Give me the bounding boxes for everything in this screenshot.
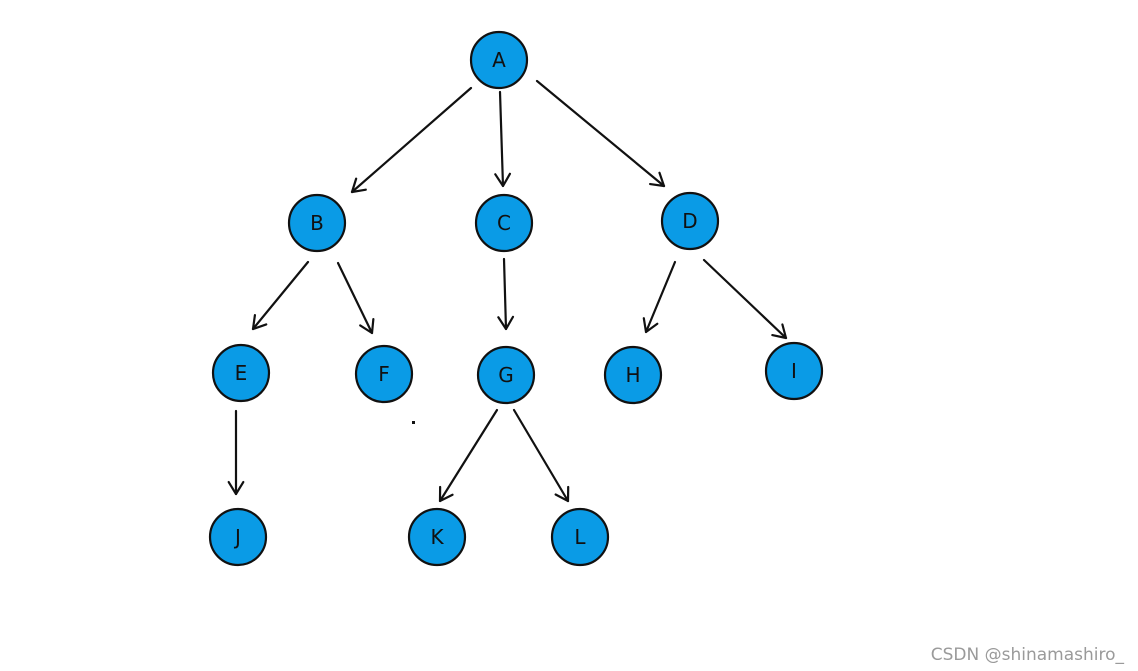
arrowhead-icon — [359, 317, 375, 335]
edge-line — [336, 261, 374, 335]
node-circle — [476, 345, 536, 405]
edge-line — [251, 260, 310, 331]
node-circle — [550, 507, 610, 567]
node-label: C — [497, 211, 511, 235]
node-circle — [407, 507, 467, 567]
edge-line — [350, 86, 473, 194]
edge-line — [702, 258, 788, 340]
edge-a-to-c — [494, 90, 512, 188]
node-label: D — [682, 209, 697, 233]
arrowhead-icon — [771, 323, 788, 340]
arrowhead-icon — [497, 315, 515, 331]
watermark: CSDN @shinamashiro_ — [930, 645, 1124, 665]
edge-d-to-h — [642, 260, 677, 334]
node-label: G — [498, 363, 514, 387]
edge-d-to-i — [702, 258, 788, 340]
node-label: H — [625, 363, 640, 387]
edge-a-to-b — [350, 86, 473, 194]
node-circle — [287, 193, 347, 253]
edge-line — [438, 408, 499, 503]
node-k: K — [407, 507, 467, 567]
edge-a-to-d — [535, 79, 666, 188]
node-h: H — [603, 345, 663, 405]
node-circle — [603, 345, 663, 405]
node-circle — [354, 344, 414, 404]
stray-dot — [412, 421, 415, 424]
edge-c-to-g — [497, 257, 515, 331]
arrowhead-icon — [649, 171, 666, 188]
edges-layer — [227, 79, 788, 503]
node-circle — [660, 191, 720, 251]
arrowhead-icon — [642, 317, 659, 334]
node-label: F — [378, 362, 390, 386]
edge-line — [498, 90, 505, 188]
arrowhead-icon — [350, 177, 367, 194]
arrowhead-icon — [227, 480, 245, 496]
node-label: K — [430, 525, 444, 549]
edge-e-to-j — [227, 409, 245, 496]
node-circle — [211, 343, 271, 403]
node-f: F — [354, 344, 414, 404]
node-label: E — [235, 361, 248, 385]
edge-line — [535, 79, 666, 188]
node-j: J — [208, 507, 268, 567]
node-l: L — [550, 507, 610, 567]
edge-line — [644, 260, 677, 334]
edge-line — [502, 257, 508, 331]
node-d: D — [660, 191, 720, 251]
nodes-layer: A B C D E F G H I J K L — [208, 30, 824, 567]
node-a: A — [469, 30, 529, 90]
node-e: E — [211, 343, 271, 403]
edge-line — [512, 408, 570, 503]
node-circle — [474, 193, 534, 253]
node-label: I — [791, 359, 797, 383]
arrowhead-icon — [251, 314, 268, 331]
edge-g-to-l — [512, 408, 570, 503]
edge-g-to-k — [438, 408, 499, 503]
arrowhead-icon — [438, 485, 454, 503]
node-label: J — [233, 525, 241, 549]
node-label: L — [574, 525, 586, 549]
node-c: C — [474, 193, 534, 253]
node-g: G — [476, 345, 536, 405]
node-circle — [208, 507, 268, 567]
arrowhead-icon — [494, 172, 512, 188]
edge-b-to-f — [336, 261, 375, 335]
node-b: B — [287, 193, 347, 253]
node-i: I — [764, 341, 824, 401]
node-label: A — [492, 48, 506, 72]
arrowhead-icon — [554, 485, 570, 503]
node-label: B — [310, 211, 324, 235]
edge-b-to-e — [251, 260, 310, 331]
node-circle — [469, 30, 529, 90]
node-circle — [764, 341, 824, 401]
